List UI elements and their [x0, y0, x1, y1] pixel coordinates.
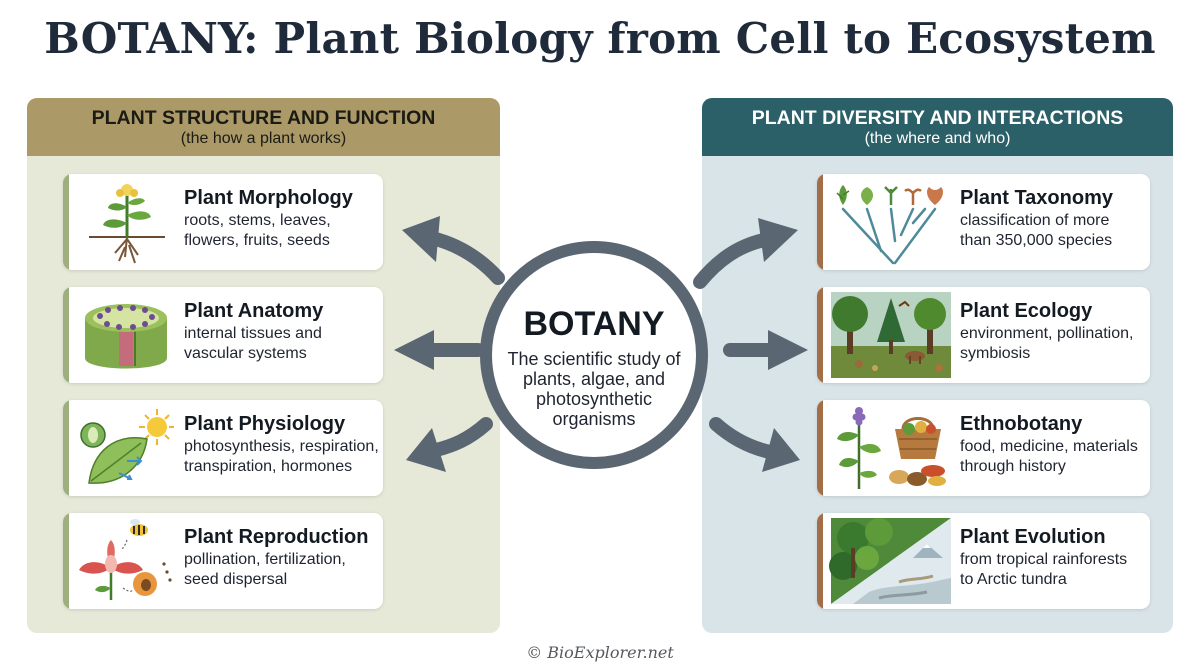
card-accent — [817, 174, 823, 270]
card-description: than 350,000 species — [960, 232, 1113, 249]
panel-subtitle: (the where and who) — [864, 130, 1011, 147]
card-description: internal tissues and — [184, 325, 322, 342]
card-accent — [817, 400, 823, 496]
arrowhead-icon — [406, 428, 446, 472]
card-accent — [817, 287, 823, 383]
card-description: seed dispersal — [184, 571, 288, 588]
card-title: Plant Ecology — [960, 300, 1093, 322]
center-title: BOTANY — [523, 305, 665, 343]
card-plant-morphology[interactable]: Plant Morphology roots, stems, leaves, f… — [63, 174, 383, 270]
card-plant-evolution[interactable]: Plant Evolution from tropical rainforest… — [817, 513, 1150, 609]
card-accent — [63, 400, 69, 496]
structure-function-panel: PLANT STRUCTURE AND FUNCTION (the how a … — [27, 98, 500, 633]
stem-cross-section-icon — [85, 304, 167, 369]
arrow-to-physiology — [429, 417, 493, 457]
diversity-interactions-header: PLANT DIVERSITY AND INTERACTIONS (the wh… — [702, 98, 1173, 156]
card-description: symbiosis — [960, 345, 1031, 362]
card-plant-reproduction[interactable]: Plant Reproduction pollination, fertiliz… — [63, 513, 383, 609]
card-description: through history — [960, 458, 1066, 475]
card-accent — [63, 513, 69, 609]
panel-title: PLANT STRUCTURE AND FUNCTION — [91, 107, 436, 129]
arrow-to-morphology — [425, 231, 505, 285]
card-description: to Arctic tundra — [960, 571, 1067, 588]
herbs-basket-icon — [837, 407, 946, 489]
card-title: Plant Morphology — [184, 187, 353, 209]
card-description: classification of more — [960, 212, 1110, 229]
card-plant-physiology[interactable]: Plant Physiology photosynthesis, respira… — [63, 400, 383, 496]
center-description: The scientific study of plants, algae, a… — [507, 349, 681, 429]
arrow-to-ethnobotany — [709, 417, 777, 459]
arrowhead-icon — [762, 428, 800, 472]
card-title: Ethnobotany — [960, 413, 1083, 435]
card-description: flowers, fruits, seeds — [184, 232, 330, 249]
card-title: Plant Anatomy — [184, 300, 324, 322]
page-title: BOTANY: Plant Biology from Cell to Ecosy… — [44, 14, 1156, 63]
card-accent — [817, 513, 823, 609]
card-description: pollination, fertilization, — [184, 551, 346, 568]
card-description: transpiration, hormones — [184, 458, 353, 475]
flower-bee-icon — [79, 519, 172, 600]
botany-center-circle: BOTANY The scientific study of plants, a… — [480, 241, 708, 469]
arrowhead-icon — [758, 218, 798, 262]
card-plant-anatomy[interactable]: Plant Anatomy internal tissues and vascu… — [63, 287, 383, 383]
card-title: Plant Evolution — [960, 526, 1106, 548]
leaf-sun-icon — [80, 409, 174, 484]
card-description: vascular systems — [184, 345, 307, 362]
card-title: Plant Physiology — [184, 413, 346, 435]
card-title: Plant Reproduction — [184, 526, 369, 548]
card-ethnobotany[interactable]: Ethnobotany food, medicine, materials th… — [817, 400, 1150, 496]
rainforest-tundra-icon — [829, 518, 951, 604]
arrowhead-icon — [768, 330, 808, 370]
card-accent — [63, 287, 69, 383]
card-description: from tropical rainforests — [960, 551, 1128, 568]
arrowhead-icon — [394, 330, 434, 370]
arrow-to-taxonomy — [693, 233, 771, 289]
card-description: roots, stems, leaves, — [184, 212, 331, 229]
card-accent — [63, 174, 69, 270]
diversity-interactions-panel: PLANT DIVERSITY AND INTERACTIONS (the wh… — [702, 98, 1173, 633]
card-description: environment, pollination, — [960, 325, 1134, 342]
forest-ecosystem-icon — [831, 292, 951, 378]
card-description: photosynthesis, respiration, — [184, 438, 379, 455]
panel-subtitle: (the how a plant works) — [180, 130, 347, 147]
arrowhead-icon — [402, 216, 440, 262]
copyright-footer: © BioExplorer.net — [526, 643, 674, 662]
phylogenetic-tree-icon — [836, 185, 943, 265]
card-description: food, medicine, materials — [960, 438, 1138, 455]
card-plant-taxonomy[interactable]: Plant Taxonomy classification of more th… — [817, 174, 1150, 270]
card-plant-ecology[interactable]: Plant Ecology environment, pollination, … — [817, 287, 1150, 383]
card-title: Plant Taxonomy — [960, 187, 1113, 209]
panel-title: PLANT DIVERSITY AND INTERACTIONS — [751, 107, 1124, 129]
structure-function-header: PLANT STRUCTURE AND FUNCTION (the how a … — [27, 98, 500, 156]
plant-morphology-icon — [89, 184, 165, 264]
